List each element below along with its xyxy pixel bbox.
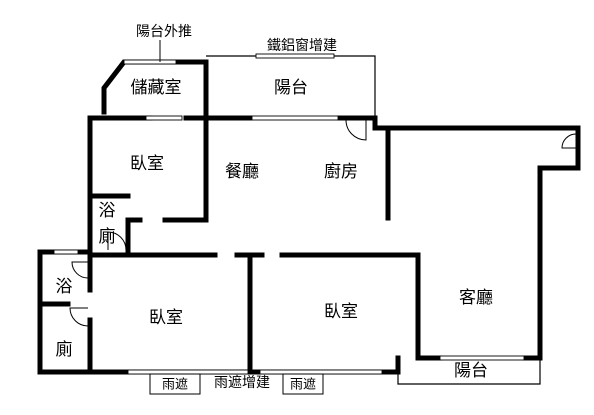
bath-lower-label-2: 廁 (56, 339, 73, 360)
balcony-bottom-label: 陽台 (454, 361, 488, 381)
windows (53, 53, 525, 375)
doors (69, 119, 577, 327)
canopy-right-note: 雨遮 (290, 377, 316, 393)
bedroom-top-label: 臥室 (130, 154, 164, 174)
balcony-push-out-note: 陽台外推 (136, 24, 192, 40)
canopy-right-box (282, 373, 324, 395)
canopy-left-note: 雨遮 (162, 377, 188, 393)
kitchen-label: 廚房 (324, 161, 358, 182)
aluminum-window-addition-note: 鐵鋁窗增建 (267, 37, 337, 54)
canopy-addition-note: 雨遮增建 (214, 375, 270, 391)
bedroom-lower-left-label: 臥室 (149, 308, 183, 328)
storage-label: 儲藏室 (131, 78, 182, 98)
balcony-top-label: 陽台 (274, 78, 308, 98)
bath-upper-label-1: 浴 (99, 201, 116, 221)
bath-lower-label-1: 浴 (56, 277, 73, 297)
dining-label: 餐廳 (225, 162, 259, 182)
balcony-outlines (206, 55, 541, 385)
bath-upper-label-2: 廁 (99, 226, 116, 247)
walls (37, 59, 581, 375)
canopy-left-box (149, 373, 201, 395)
bedroom-lower-mid-label: 臥室 (324, 302, 358, 322)
living-room-label: 客廳 (459, 288, 493, 308)
